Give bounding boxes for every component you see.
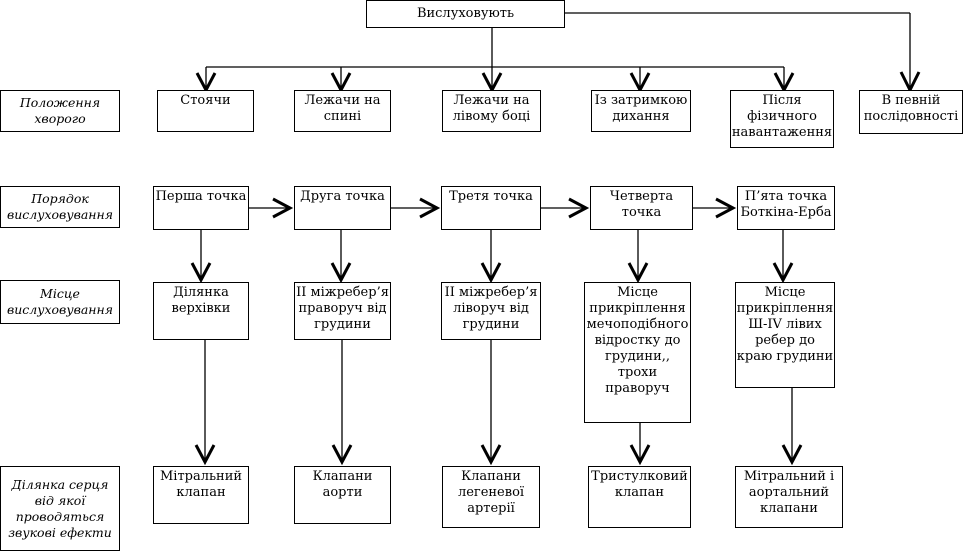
position-box: Лежачи на лівому боці [442,90,541,132]
valve-box: Мітральний клапан [153,466,249,524]
point-box: Четверта точка [590,186,693,230]
point-box: П’ята точка Боткіна-Ерба [737,186,835,230]
row-label-area: Ділянка серця від якої проводяться звуко… [0,466,120,551]
position-box: Лежачи на спині [294,90,391,132]
valve-box: Клапани аорти [294,466,391,524]
auscultation-title-box: Вислуховують [366,0,565,28]
valve-box: Мітральний і аортальний клапани [735,466,843,528]
row-label-place: Місце вислуховування [0,280,120,324]
position-box: Після фізичного навантаження [730,90,834,148]
row-label-position: Положення хворого [0,90,120,132]
position-box: В певній послідовності [859,90,963,134]
valve-box: Клапани легеневої артерії [442,466,540,528]
place-box: Ділянка верхівки [153,282,249,340]
place-box: ІІ міжребер’я праворуч від грудини [294,282,391,340]
point-box: Перша точка [153,186,249,230]
position-box: Стоячи [157,90,254,132]
point-box: Друга точка [294,186,391,230]
row-label-order: Порядок вислуховування [0,186,120,228]
place-box: Місце прикріплення Ш-ІV лівих ребер до к… [735,282,835,388]
place-box: ІІ міжребер’я ліворуч від грудини [441,282,541,340]
place-box: Місце прикріплення мечоподібного відрост… [584,282,691,423]
point-box: Третя точка [441,186,541,230]
position-box: Із затримкою дихання [591,90,691,132]
valve-box: Тристулковий клапан [588,466,691,528]
auscultation-title: Вислуховують [416,6,515,21]
